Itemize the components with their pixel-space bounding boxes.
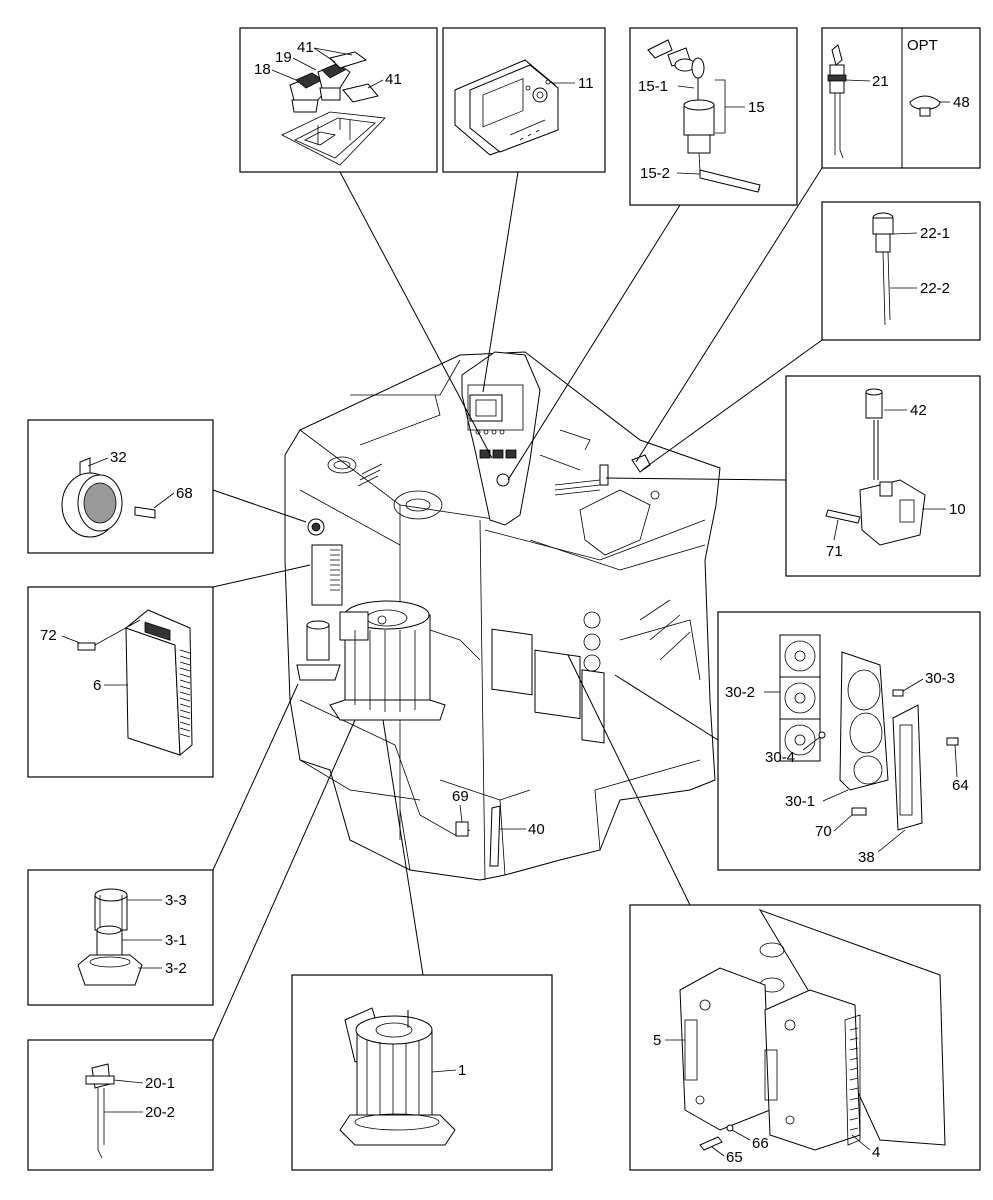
label-21: 21 bbox=[872, 73, 889, 90]
body-motor bbox=[329, 600, 446, 721]
inset-key-switch: 15-1 15 15-2 bbox=[629, 27, 798, 206]
label-72: 72 bbox=[40, 627, 57, 644]
label-30-1: 30-1 bbox=[785, 793, 815, 810]
label-71: 71 bbox=[826, 543, 843, 560]
body-switches bbox=[599, 454, 660, 500]
inset-pump-assembly: 3-3 3-1 3-2 bbox=[27, 869, 214, 1006]
label-4: 4 bbox=[872, 1144, 880, 1161]
label-10: 10 bbox=[949, 501, 966, 518]
body-cable-fuse bbox=[394, 744, 531, 867]
label-20-2: 20-2 bbox=[145, 1104, 175, 1121]
inset-display: 11 bbox=[442, 27, 606, 173]
body-controllers bbox=[491, 611, 605, 744]
label-3-3: 3-3 bbox=[165, 892, 187, 909]
label-1: 1 bbox=[458, 1062, 466, 1079]
label-opt: OPT bbox=[907, 37, 938, 54]
label-22-2: 22-2 bbox=[920, 280, 950, 297]
label-32: 32 bbox=[110, 449, 127, 466]
label-42: 42 bbox=[910, 402, 927, 419]
label-69: 69 bbox=[452, 788, 469, 805]
body-pump bbox=[296, 620, 341, 681]
inset-sensor: 20-1 20-2 bbox=[27, 1039, 214, 1171]
label-18: 18 bbox=[254, 61, 271, 78]
inset-fan-assembly: 30-2 30-3 30-4 64 30-1 70 38 bbox=[717, 611, 981, 871]
inset-switch-bank: 41 19 18 41 bbox=[239, 27, 438, 173]
label-68: 68 bbox=[176, 485, 193, 502]
label-66: 66 bbox=[752, 1135, 769, 1152]
label-15-1: 15-1 bbox=[638, 78, 668, 95]
inset-horn: 32 68 bbox=[27, 419, 214, 554]
inset-joystick: 42 10 71 bbox=[785, 375, 981, 577]
label-30-3: 30-3 bbox=[925, 670, 955, 687]
label-6: 6 bbox=[93, 677, 101, 694]
inset-controller-plate: 5 66 65 4 bbox=[629, 904, 981, 1171]
label-41-top: 41 bbox=[297, 39, 314, 56]
body-horn-controller bbox=[307, 518, 343, 606]
main-labels: 69 40 bbox=[452, 788, 545, 838]
main-console-body bbox=[284, 351, 721, 881]
label-70: 70 bbox=[815, 823, 832, 840]
leader-lines bbox=[212, 167, 823, 1041]
label-48: 48 bbox=[953, 94, 970, 111]
label-41-right: 41 bbox=[385, 71, 402, 88]
label-40: 40 bbox=[528, 821, 545, 838]
label-38: 38 bbox=[858, 849, 875, 866]
label-15: 15 bbox=[748, 99, 765, 116]
label-19: 19 bbox=[275, 49, 292, 66]
label-22-1: 22-1 bbox=[920, 225, 950, 242]
label-30-2: 30-2 bbox=[725, 684, 755, 701]
label-20-1: 20-1 bbox=[145, 1075, 175, 1092]
inset-motor: 1 bbox=[291, 974, 553, 1171]
inset-controller: 72 6 bbox=[27, 586, 214, 778]
inset-toggle-opt: 21 OPT 48 bbox=[821, 27, 981, 169]
inset-push-button: 22-1 22-2 bbox=[821, 201, 981, 341]
label-11: 11 bbox=[578, 75, 594, 92]
label-65: 65 bbox=[726, 1149, 743, 1166]
label-64: 64 bbox=[952, 777, 969, 794]
label-5: 5 bbox=[653, 1032, 661, 1049]
label-15-2: 15-2 bbox=[640, 165, 670, 182]
label-3-2: 3-2 bbox=[165, 960, 187, 977]
label-30-4: 30-4 bbox=[765, 749, 795, 766]
label-3-1: 3-1 bbox=[165, 932, 187, 949]
dashboard-pedestal bbox=[461, 351, 541, 526]
